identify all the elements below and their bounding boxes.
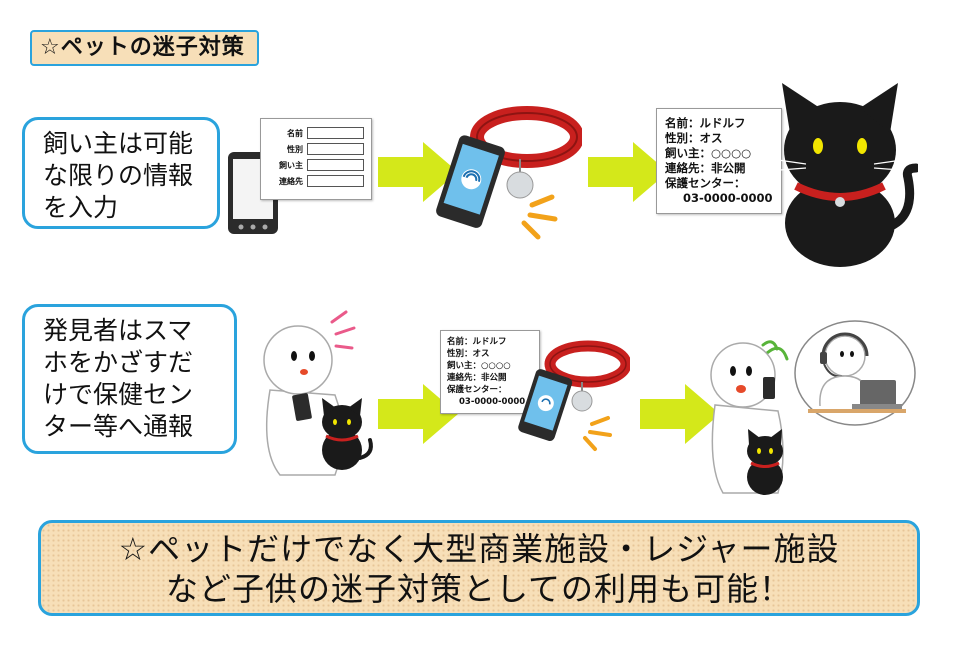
- card-line: 保護センター：: [447, 385, 507, 395]
- black-cat-icon: [777, 83, 918, 267]
- form-label: 飼い主: [279, 160, 303, 170]
- form-label: 連絡先: [279, 176, 303, 186]
- collar-scan-icon: [436, 106, 582, 240]
- card-line: 03-0000-0000: [459, 397, 526, 407]
- finder-report-bubble: 発見者はスマ ホをかざすだ けで保健セン ター等へ通報: [22, 304, 237, 454]
- bubble-line: 飼い主は可能: [43, 129, 194, 158]
- bubble-line: ホをかざすだ: [43, 348, 194, 377]
- card-line: 連絡先：非公開: [447, 373, 507, 383]
- banner-line: など子供の迷子対策としての利用も可能！: [165, 570, 793, 608]
- form-field: [307, 159, 364, 171]
- card-line: 名前：ルドルフ: [665, 116, 746, 130]
- form-label: 性別: [287, 144, 303, 154]
- card-line: 名前：ルドルフ: [447, 337, 507, 347]
- form-field: [307, 127, 364, 139]
- bubble-line: 発見者はスマ: [43, 316, 193, 345]
- arrow-right-icon: [640, 384, 720, 444]
- bubble-line: ター等へ通報: [43, 412, 194, 441]
- card-line: 性別：オス: [447, 349, 490, 359]
- banner-line: ☆ペットだけでなく大型商業施設・レジャー施設: [118, 530, 840, 568]
- collar-scan-icon: [518, 340, 630, 451]
- form-field: [307, 175, 364, 187]
- arrow-right-icon: [588, 142, 668, 202]
- pet-info-card: 名前：ルドルフ 性別：オス 飼い主：○○○○ 連絡先：非公開 保護センター： 0…: [656, 108, 782, 214]
- usage-banner: ☆ペットだけでなく大型商業施設・レジャー施設 など子供の迷子対策としての利用も可…: [38, 520, 920, 616]
- input-form-popup: 名前 性別 飼い主 連絡先: [260, 118, 372, 200]
- owner-input-bubble: 飼い主は可能 な限りの情報 を入力: [22, 117, 220, 229]
- bubble-line: な限りの情報: [43, 161, 194, 190]
- card-line: 飼い主：○○○○: [447, 361, 511, 371]
- laptop-icon: [860, 380, 896, 406]
- pet-info-card: 名前：ルドルフ 性別：オス 飼い主：○○○○ 連絡先：非公開 保護センター： 0…: [440, 330, 540, 414]
- page-title: ☆ペットの迷子対策: [30, 30, 259, 66]
- form-label: 名前: [287, 128, 303, 138]
- arrow-right-icon: [378, 384, 458, 444]
- caller-person-icon: [710, 340, 789, 495]
- operator-icon: [794, 320, 916, 426]
- card-line: 保護センター：: [665, 176, 746, 190]
- form-field: [307, 143, 364, 155]
- bubble-line: けで保健セン: [43, 380, 194, 409]
- card-line: 飼い主：○○○○: [665, 146, 752, 160]
- card-line: 性別：オス: [665, 131, 723, 145]
- bubble-line: を入力: [43, 193, 119, 222]
- card-line: 03-0000-0000: [683, 191, 773, 205]
- finder-person-icon: [263, 310, 373, 476]
- card-line: 連絡先：非公開: [665, 161, 746, 175]
- arrow-right-icon: [378, 142, 458, 202]
